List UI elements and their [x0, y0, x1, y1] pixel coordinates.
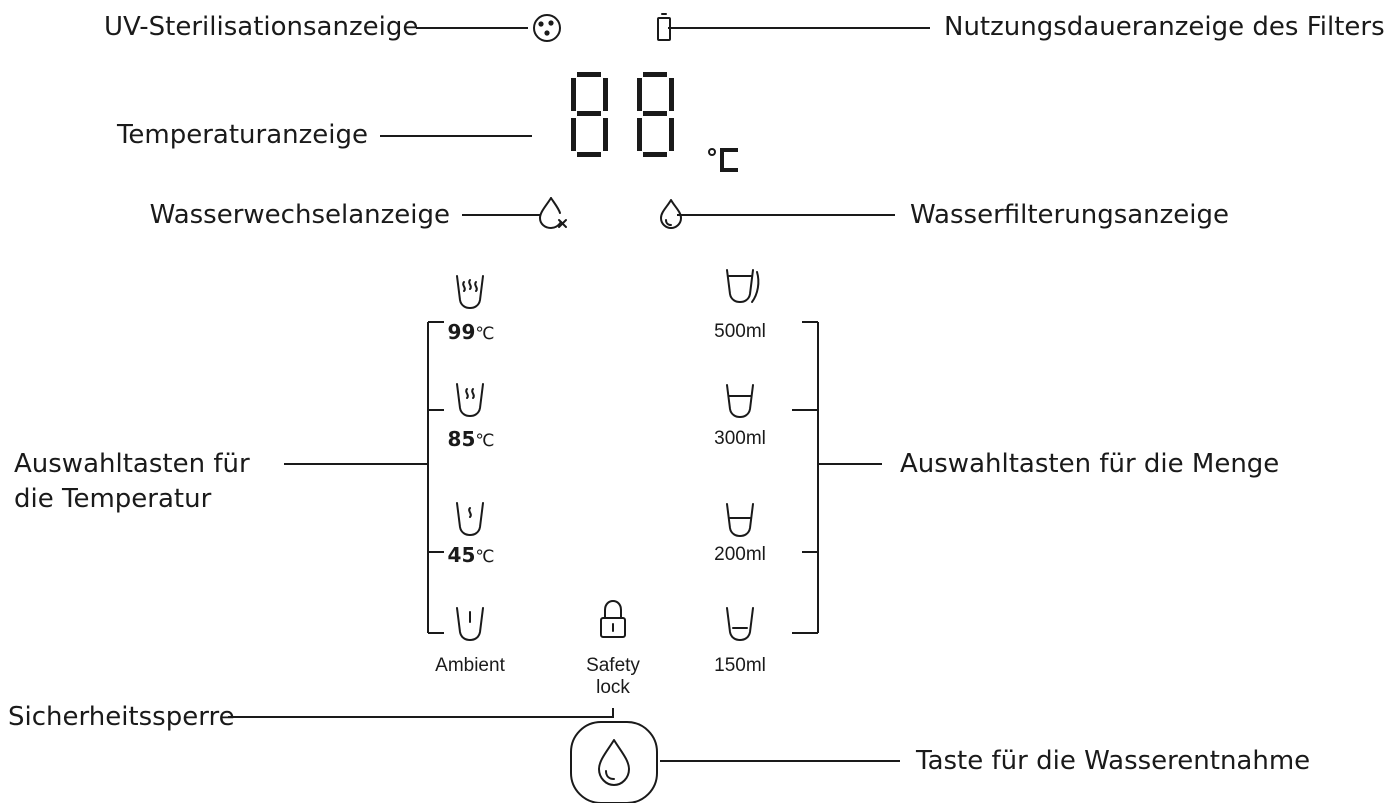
temp-option-ambient[interactable]: Ambient	[435, 655, 505, 676]
temp-bracket	[427, 321, 444, 634]
dispense-button-label: Taste für die Wasserentnahme	[916, 746, 1311, 776]
safety-lock-leader	[228, 708, 614, 718]
temp-option-85[interactable]: 85℃	[447, 427, 495, 451]
temp-option-99[interactable]: 99℃	[447, 320, 495, 344]
temp-buttons-label-line2: die Temperatur	[14, 484, 212, 514]
filter-life-icon	[657, 13, 671, 41]
dispense-button[interactable]	[570, 721, 658, 803]
seven-segment-display	[571, 72, 738, 172]
filter-life-label: Nutzungsdaueranzeige des Filters	[944, 12, 1385, 42]
cup-300-icon	[726, 384, 754, 418]
volume-bracket	[792, 321, 819, 634]
cup-500-icon	[726, 269, 760, 303]
safety-lock-label-line2: lock	[596, 677, 630, 698]
ambient-cup-icon	[456, 607, 484, 641]
celsius-symbol	[708, 148, 738, 172]
volume-buttons-label: Auswahltasten für die Menge	[900, 449, 1280, 479]
uv-sterilisation-icon	[533, 14, 561, 42]
lock-icon	[600, 600, 626, 638]
safety-lock-callout-label: Sicherheitssperre	[8, 702, 235, 732]
volume-option-150[interactable]: 150ml	[714, 655, 766, 676]
safety-lock-label-line1: Safety	[586, 655, 640, 676]
digit-1	[571, 72, 608, 157]
water-change-icon	[539, 197, 567, 229]
uv-indicator-label: UV-Sterilisationsanzeige	[104, 12, 419, 42]
water-drop-icon	[598, 739, 630, 786]
steam-low-cup-icon	[456, 502, 484, 536]
digit-2	[637, 72, 674, 157]
steam-high-cup-icon	[456, 275, 484, 309]
cup-150-icon	[726, 607, 754, 641]
temperature-display-label: Temperaturanzeige	[116, 120, 368, 150]
steam-medium-cup-icon	[456, 383, 484, 417]
temp-buttons-label-line1: Auswahltasten für	[14, 449, 250, 479]
volume-option-200[interactable]: 200ml	[714, 544, 766, 565]
temp-option-45[interactable]: 45℃	[447, 543, 495, 567]
water-filtering-icon	[660, 199, 682, 229]
water-change-label: Wasserwechselanzeige	[149, 200, 450, 230]
volume-option-300[interactable]: 300ml	[714, 428, 766, 449]
volume-option-500[interactable]: 500ml	[714, 321, 766, 342]
water-filtering-label: Wasserfilterungsanzeige	[910, 200, 1230, 230]
cup-200-icon	[726, 503, 754, 537]
